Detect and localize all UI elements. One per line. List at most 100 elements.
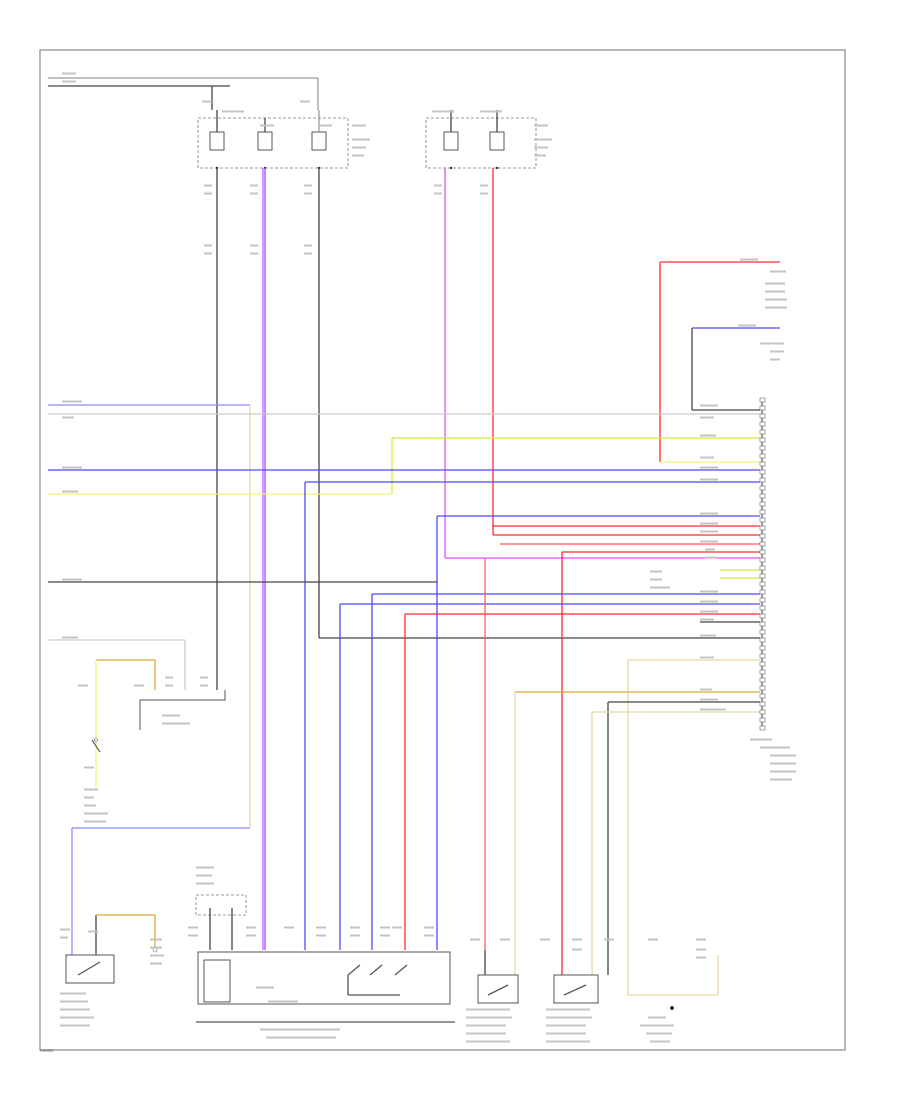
tcm-pin (759, 413, 766, 419)
wire-label-mark (62, 466, 82, 469)
wire-label-mark (200, 676, 208, 679)
fuse-3 (311, 131, 327, 151)
wire-label-mark (84, 788, 98, 791)
wire-label-mark (770, 778, 792, 781)
wire-label-mark (88, 930, 98, 933)
tcm-pin (759, 589, 766, 595)
wire-label-mark (380, 934, 390, 937)
wire-label-mark (150, 954, 164, 957)
wire-label-mark (534, 124, 548, 127)
wire-label-mark (648, 938, 658, 941)
wire-label-mark (196, 874, 212, 877)
wire-label-mark (770, 762, 796, 765)
wire-label-mark (770, 350, 784, 353)
wire-label-mark (700, 688, 712, 691)
diagram-frame (39, 49, 846, 1051)
wire-label-mark (60, 1000, 88, 1003)
wire-label-mark (60, 1024, 90, 1027)
wire-label-mark (165, 684, 173, 687)
tcm-pin (759, 469, 766, 475)
wire-label-mark (316, 934, 326, 937)
ground-point (670, 1006, 674, 1010)
shift-lock-switch-box (139, 690, 226, 730)
wire-label-mark (646, 1032, 672, 1035)
wire-label-mark (246, 934, 256, 937)
wire-label-mark (162, 714, 180, 717)
wire-label-mark (318, 124, 332, 127)
wire-label-mark (700, 522, 718, 525)
tcm-pin (759, 397, 766, 403)
tcm-pin (759, 509, 766, 515)
tcm-pin (759, 549, 766, 555)
wire-label-mark (300, 100, 310, 103)
tcm-connector (759, 397, 766, 731)
tcm-pin (759, 541, 766, 547)
tcm-pin (759, 709, 766, 715)
wire-label-mark (466, 1016, 512, 1019)
wire-label-mark (304, 244, 312, 247)
wire-label-mark (204, 252, 212, 255)
tcm-pin (759, 437, 766, 443)
wire-label-mark (700, 478, 718, 481)
tcm-pin (759, 573, 766, 579)
wire-label-mark (62, 72, 76, 75)
tcm-pin (759, 429, 766, 435)
wire-label-mark (765, 282, 785, 285)
wire-label-mark (770, 754, 796, 757)
tcm-pin (759, 621, 766, 627)
wire-label-mark (260, 1028, 340, 1031)
wire-label-mark (60, 992, 86, 995)
wire-label-mark (604, 938, 614, 941)
tcm-pin (759, 477, 766, 483)
wire-label-mark (222, 110, 244, 113)
wire-label-mark (738, 324, 756, 327)
wire-label-mark (165, 676, 173, 679)
wire-label-mark (352, 154, 364, 157)
wire-label-mark (260, 124, 274, 127)
wire-label-mark (188, 926, 198, 929)
wire-label-mark (700, 416, 714, 419)
wire-label-mark (62, 636, 78, 639)
tcm-pin (759, 565, 766, 571)
wire-label-mark (700, 434, 716, 437)
wire-label-mark (770, 770, 796, 773)
fuse-1 (209, 131, 225, 151)
tcm-pin (759, 637, 766, 643)
wire-label-mark (196, 866, 214, 869)
tcm-pin (759, 661, 766, 667)
wire-label-mark (60, 936, 68, 939)
wire-label-mark (765, 290, 785, 293)
wire-label-mark (424, 926, 434, 929)
right-speed-sensor (477, 974, 519, 1004)
wire-label-mark (650, 1040, 670, 1043)
wire-label-mark (350, 926, 360, 929)
wire-label-mark (466, 1008, 510, 1011)
diagram-id-label: W8883 (40, 1048, 54, 1053)
wire-label-mark (546, 1040, 590, 1043)
wire-label-mark (534, 146, 548, 149)
wire-label-mark (540, 938, 550, 941)
wire-label-mark (256, 986, 274, 989)
wire-label-mark (760, 746, 790, 749)
fuse-output-wires (216, 168, 760, 950)
wire-label-mark (546, 1016, 592, 1019)
wire-label-mark (268, 1000, 298, 1003)
wire-label-mark (202, 100, 212, 103)
relay-coil (203, 959, 231, 1003)
wire-label-mark (204, 192, 212, 195)
wire-label-mark (250, 184, 258, 187)
wire-label-mark (304, 184, 312, 187)
wire-label-mark (134, 684, 144, 687)
wire-label-mark (204, 244, 212, 247)
wire-label-mark (700, 610, 718, 613)
wire-label-mark (740, 258, 758, 261)
wire-label-mark (316, 926, 326, 929)
wire-label-mark (424, 934, 434, 937)
wire-label-mark (466, 1040, 510, 1043)
wire-label-mark (700, 404, 718, 407)
tcm-pin (759, 405, 766, 411)
fuse-5 (489, 131, 505, 151)
wire-label-mark (696, 938, 706, 941)
tiny-wire-labels (60, 72, 796, 1043)
